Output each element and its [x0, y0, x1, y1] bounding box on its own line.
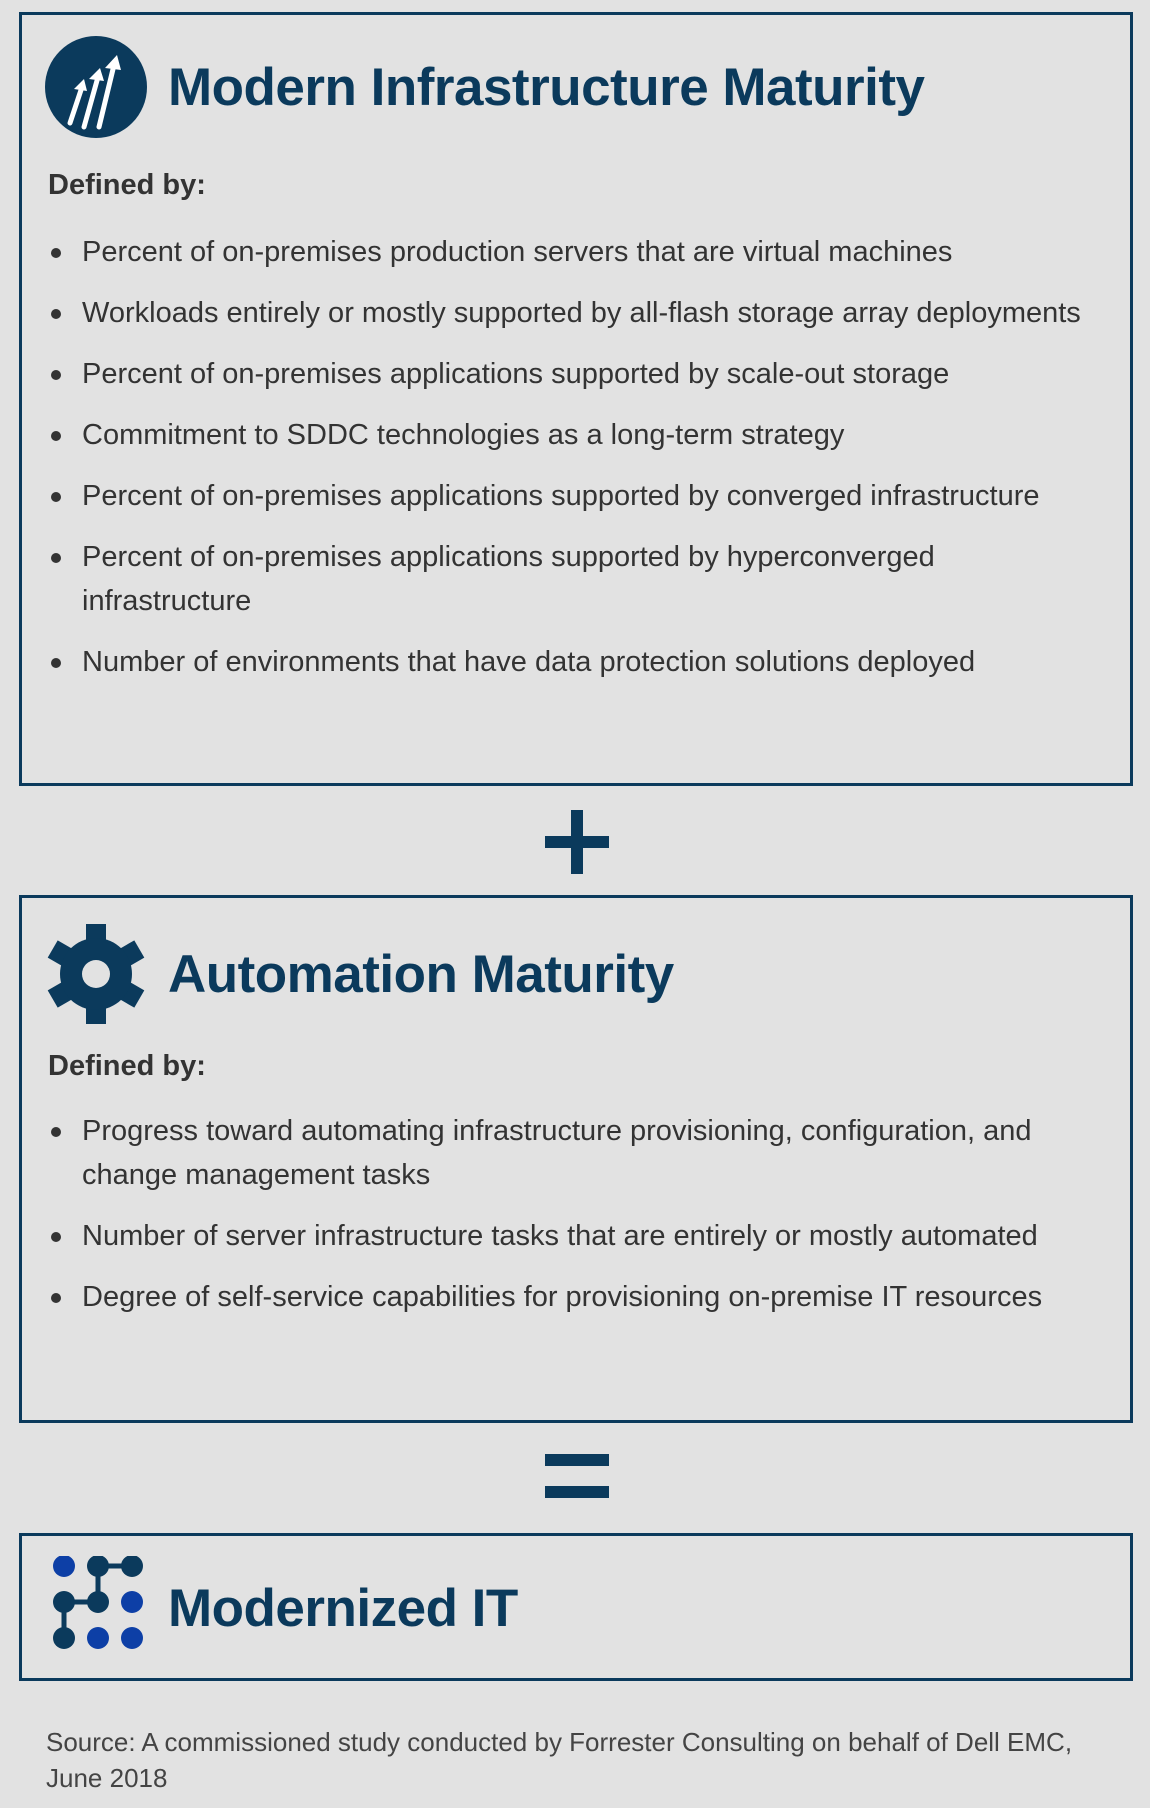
- list-item: Percent of on-premises applications supp…: [48, 535, 1104, 623]
- bullet-icon: [51, 309, 61, 319]
- bullet-icon: [51, 658, 61, 668]
- infrastructure-maturity-title: Modern Infrastructure Maturity: [168, 57, 925, 117]
- list-item-text: Percent of on-premises applications supp…: [82, 541, 935, 617]
- bullet-icon: [51, 492, 61, 502]
- list-item: Percent of on-premises production server…: [48, 230, 1104, 274]
- list-item-text: Number of server infrastructure tasks th…: [82, 1220, 1038, 1252]
- list-item: Workloads entirely or mostly supported b…: [48, 291, 1104, 335]
- list-item: Degree of self-service capabilities for …: [48, 1275, 1104, 1319]
- defined-by-label: Defined by:: [48, 169, 206, 201]
- infrastructure-criteria-list: Percent of on-premises production server…: [48, 230, 1104, 701]
- bullet-icon: [51, 370, 61, 380]
- list-item-text: Commitment to SDDC technologies as a lon…: [82, 419, 845, 451]
- infrastructure-maturity-header: Modern Infrastructure Maturity: [44, 35, 925, 139]
- bullet-icon: [51, 553, 61, 563]
- list-item: Commitment to SDDC technologies as a lon…: [48, 413, 1104, 457]
- list-item-text: Percent of on-premises production server…: [82, 236, 953, 268]
- list-item: Number of environments that have data pr…: [48, 640, 1104, 684]
- automation-maturity-header: Automation Maturity: [44, 922, 674, 1026]
- bullet-icon: [51, 431, 61, 441]
- list-item-text: Number of environments that have data pr…: [82, 646, 976, 678]
- list-item-text: Percent of on-premises applications supp…: [82, 480, 1040, 512]
- list-item: Progress toward automating infrastructur…: [48, 1109, 1104, 1197]
- list-item-text: Degree of self-service capabilities for …: [82, 1281, 1043, 1313]
- modernized-it-title: Modernized IT: [168, 1578, 518, 1638]
- upward-arrows-icon: [44, 35, 148, 139]
- equals-icon: [545, 1452, 609, 1500]
- modernized-it-header: Modernized IT: [44, 1556, 518, 1660]
- bullet-icon: [51, 248, 61, 258]
- modernized-it-panel: Modernized IT: [19, 1533, 1133, 1681]
- bullet-icon: [51, 1293, 61, 1303]
- list-item: Percent of on-premises applications supp…: [48, 352, 1104, 396]
- list-item: Percent of on-premises applications supp…: [48, 474, 1104, 518]
- list-item-text: Percent of on-premises applications supp…: [82, 358, 950, 390]
- list-item-text: Progress toward automating infrastructur…: [82, 1115, 1032, 1191]
- infrastructure-maturity-panel: Modern Infrastructure Maturity Defined b…: [19, 12, 1133, 786]
- bullet-icon: [51, 1127, 61, 1137]
- list-item-text: Workloads entirely or mostly supported b…: [82, 297, 1081, 329]
- automation-maturity-title: Automation Maturity: [168, 944, 674, 1004]
- automation-criteria-list: Progress toward automating infrastructur…: [48, 1109, 1104, 1336]
- bullet-icon: [51, 1232, 61, 1242]
- network-dots-icon: [44, 1556, 148, 1660]
- plus-icon: [545, 810, 609, 874]
- source-citation: Source: A commissioned study conducted b…: [46, 1727, 1073, 1793]
- defined-by-label: Defined by:: [48, 1050, 206, 1082]
- gear-icon: [44, 922, 148, 1026]
- list-item: Number of server infrastructure tasks th…: [48, 1214, 1104, 1258]
- automation-maturity-panel: Automation Maturity Defined by: Progress…: [19, 895, 1133, 1423]
